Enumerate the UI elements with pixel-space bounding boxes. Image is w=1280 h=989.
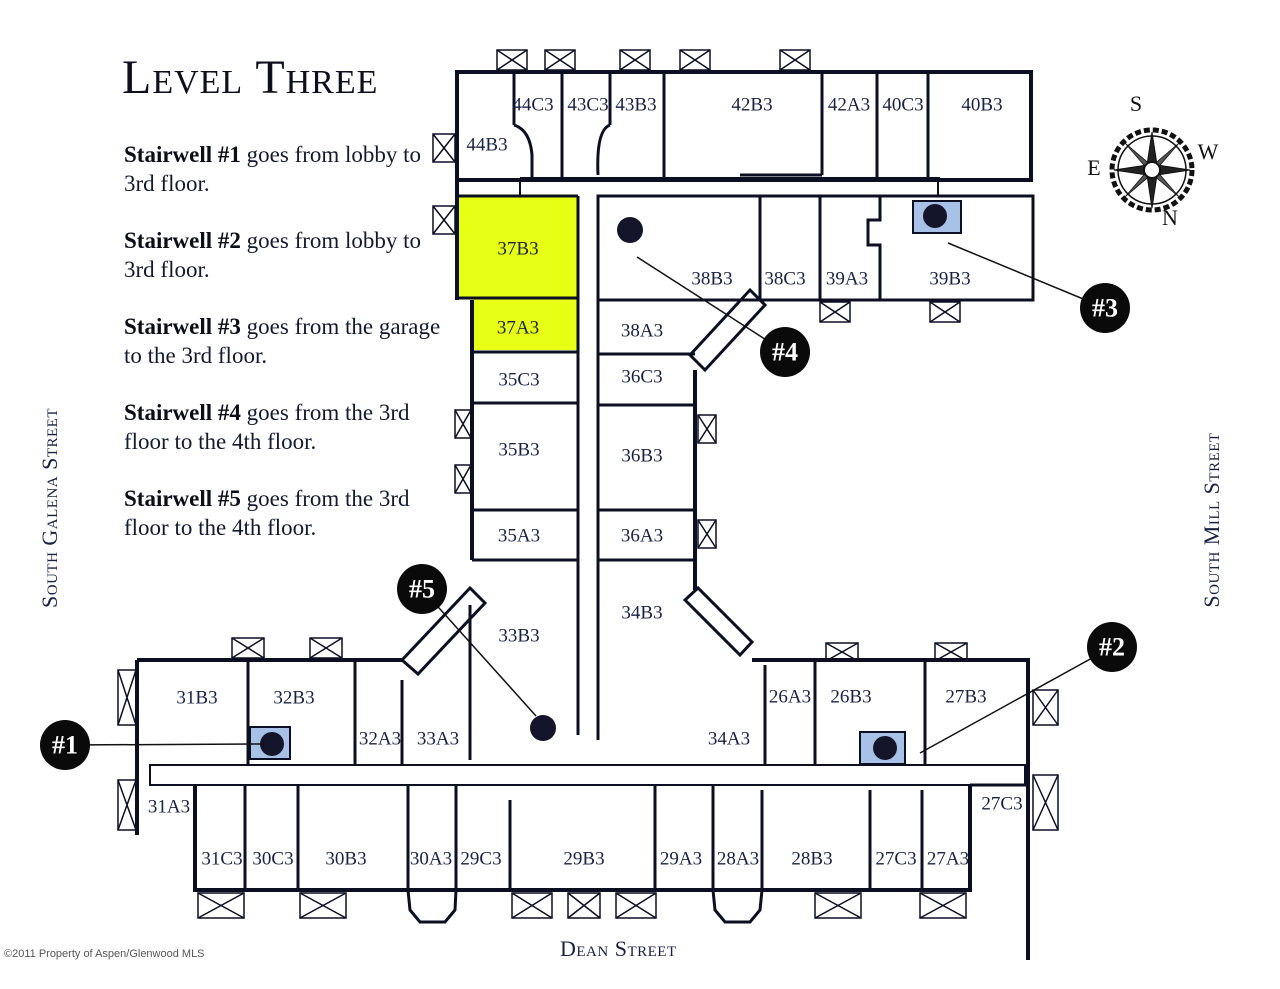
unit-label-38C3[interactable]: 38C3 (764, 268, 805, 289)
street-label-dean: Dean Street (560, 936, 677, 961)
legend-label: Stairwell #3 (124, 314, 241, 339)
unit-label-27A3[interactable]: 27A3 (927, 848, 969, 869)
stairwell-callout-1[interactable]: #1 (40, 720, 265, 770)
copyright-notice: ©2011 Property of Aspen/Glenwood MLS (4, 948, 205, 960)
stairwell-badge-label: #5 (409, 575, 435, 604)
unit-label-32A3[interactable]: 32A3 (359, 728, 401, 749)
unit-label-39B3[interactable]: 39B3 (929, 268, 970, 289)
legend-text: goes from lobby to 3rd floor. (124, 142, 422, 196)
unit-label-33B3[interactable]: 33B3 (498, 625, 539, 646)
legend-text: goes from the 3rd floor to the 4th floor… (124, 400, 410, 454)
unit-label-31C3[interactable]: 31C3 (201, 848, 242, 869)
compass-north: N (1162, 205, 1178, 230)
unit-label-29A3[interactable]: 29A3 (660, 848, 702, 869)
unit-label-32B3[interactable]: 32B3 (273, 687, 314, 708)
unit-label-43C3[interactable]: 43C3 (567, 94, 608, 115)
stairwell-callout-2[interactable]: #2 (919, 622, 1137, 754)
unit-label-40B3[interactable]: 40B3 (961, 94, 1002, 115)
unit-label-42A3[interactable]: 42A3 (828, 94, 870, 115)
unit-label-31B3[interactable]: 31B3 (176, 687, 217, 708)
unit-label-39A3[interactable]: 39A3 (826, 268, 868, 289)
window-markers (117, 49, 1059, 919)
leader-line (919, 646, 1113, 754)
leader-line (947, 242, 1106, 309)
unit-label-35B3[interactable]: 35B3 (498, 439, 539, 460)
legend-text: goes from lobby to 3rd floor. (124, 228, 422, 282)
unit-37A3-highlight[interactable] (472, 298, 578, 350)
stairwell-badge (397, 564, 447, 614)
leader-line (64, 743, 265, 746)
legend-label: Stairwell #5 (124, 486, 241, 511)
legend-text: goes from the 3rd floor to the 4th floor… (124, 486, 410, 540)
leader-line (636, 256, 786, 353)
stairwell-legend: Stairwell #1 goes from lobby to 3rd floo… (124, 140, 444, 570)
unit-label-34B3[interactable]: 34B3 (621, 602, 662, 623)
unit-label-28A3[interactable]: 28A3 (717, 848, 759, 869)
stairwell-callouts: #1 #2 #3 #4 #5 (40, 242, 1137, 770)
legend-item-stairwell-3: Stairwell #3 goes from the garage to the… (124, 312, 444, 370)
stairwell-badge-label: #4 (772, 338, 798, 367)
legend-label: Stairwell #2 (124, 228, 241, 253)
unit-label-44B3[interactable]: 44B3 (466, 134, 507, 155)
highlighted-units (457, 196, 578, 350)
unit-label-30B3[interactable]: 30B3 (325, 848, 366, 869)
unit-label-28B3[interactable]: 28B3 (791, 848, 832, 869)
compass-rose-icon: S W N E (1087, 91, 1218, 230)
stairwell-badge-label: #2 (1099, 633, 1125, 662)
unit-37B3-highlight[interactable] (457, 196, 578, 297)
unit-label-36C3[interactable]: 36C3 (621, 366, 662, 387)
legend-text: goes from the garage to the 3rd floor. (124, 314, 441, 368)
unit-label-30A3[interactable]: 30A3 (410, 848, 452, 869)
unit-label-29C3[interactable]: 29C3 (460, 848, 501, 869)
unit-label-38A3[interactable]: 38A3 (621, 320, 663, 341)
stair-glyphs (249, 200, 962, 765)
unit-label-33A3[interactable]: 33A3 (417, 728, 459, 749)
unit-label-36A3[interactable]: 36A3 (621, 525, 663, 546)
legend-item-stairwell-1: Stairwell #1 goes from lobby to 3rd floo… (124, 140, 444, 198)
unit-label-37A3[interactable]: 37A3 (497, 317, 539, 338)
leader-line (421, 588, 537, 717)
stairwell-badge-label: #3 (1092, 294, 1118, 323)
unit-label-35C3[interactable]: 35C3 (498, 369, 539, 390)
unit-label-35A3[interactable]: 35A3 (498, 525, 540, 546)
unit-label-42B3[interactable]: 42B3 (731, 94, 772, 115)
unit-label-26A3[interactable]: 26A3 (769, 686, 811, 707)
stairwell-badge (1087, 622, 1137, 672)
legend-label: Stairwell #4 (124, 400, 241, 425)
stairwell-callout-5[interactable]: #5 (397, 564, 537, 717)
unit-label-38B3[interactable]: 38B3 (691, 268, 732, 289)
legend-label: Stairwell #1 (124, 142, 241, 167)
legend-item-stairwell-4: Stairwell #4 goes from the 3rd floor to … (124, 398, 444, 456)
unit-label-40C3[interactable]: 40C3 (882, 94, 923, 115)
compass-east: E (1087, 155, 1100, 180)
stairwell-badge (1080, 283, 1130, 333)
unit-labels: 44C3 43C3 43B3 42B3 42A3 40C3 40B3 44B3 37B3 37A3… (148, 94, 1023, 869)
unit-label-34A3[interactable]: 34A3 (708, 728, 750, 749)
unit-label-36B3[interactable]: 36B3 (621, 445, 662, 466)
unit-label-26B3[interactable]: 26B3 (830, 686, 871, 707)
stairwell-badge (760, 327, 810, 377)
unit-label-44C3[interactable]: 44C3 (512, 94, 553, 115)
unit-label-27B3[interactable]: 27B3 (945, 686, 986, 707)
stairwell-badge-label: #1 (52, 731, 78, 760)
legend-item-stairwell-2: Stairwell #2 goes from lobby to 3rd floo… (124, 226, 444, 284)
stairwell-badge (40, 720, 90, 770)
unit-label-43B3[interactable]: 43B3 (615, 94, 656, 115)
stairwell-callout-4[interactable]: #4 (636, 256, 810, 377)
legend-item-stairwell-5: Stairwell #5 goes from the 3rd floor to … (124, 484, 444, 542)
unit-label-31A3[interactable]: 31A3 (148, 796, 190, 817)
page-title: Level Three (122, 51, 379, 104)
compass-west: W (1198, 139, 1219, 164)
compass-south: S (1130, 91, 1142, 116)
unit-label-29B3[interactable]: 29B3 (563, 848, 604, 869)
unit-label-30C3[interactable]: 30C3 (252, 848, 293, 869)
unit-label-37B3[interactable]: 37B3 (497, 238, 538, 259)
walls (135, 70, 1035, 960)
unit-label-27C3[interactable]: 27C3 (981, 793, 1022, 814)
stairwell-callout-3[interactable]: #3 (947, 242, 1130, 333)
unit-label-27C3[interactable]: 27C3 (875, 848, 916, 869)
